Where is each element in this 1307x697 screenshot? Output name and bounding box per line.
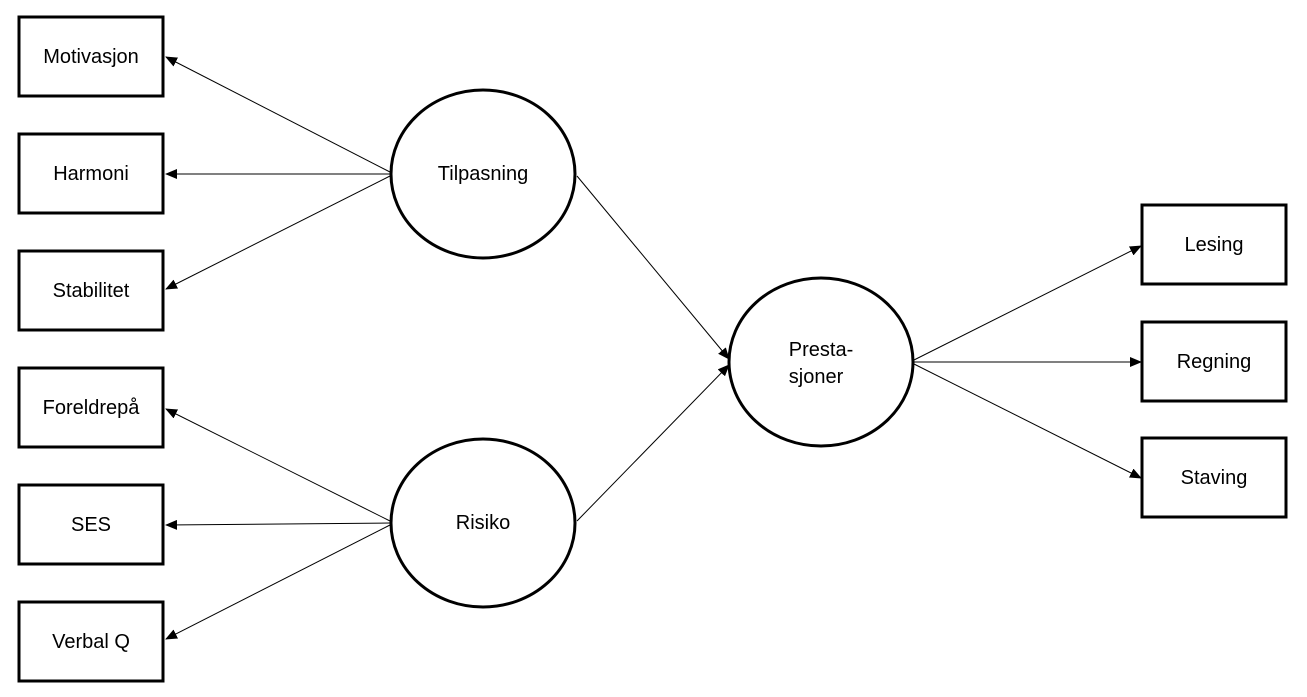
latent-label-prestasjoner-line2: sjoner <box>789 366 844 388</box>
edge-risiko-foreldrepa <box>165 408 391 522</box>
indicator-lesing: Lesing <box>1140 203 1288 286</box>
edges-prestasjoner <box>913 245 1142 479</box>
indicator-label-ses: SES <box>71 514 111 536</box>
indicator-stabilitet: Stabilitet <box>17 249 165 332</box>
indicator-label-motivasjon: Motivasjon <box>43 46 139 68</box>
indicator-label-stabilitet: Stabilitet <box>53 280 130 302</box>
latent-label-risiko: Risiko <box>456 512 510 534</box>
indicator-ses: SES <box>17 483 165 566</box>
indicator-staving: Staving <box>1140 436 1288 519</box>
indicator-label-harmoni: Harmoni <box>53 163 129 185</box>
indicator-regning: Regning <box>1140 320 1288 403</box>
edges-risiko <box>165 408 391 640</box>
indicator-label-lesing: Lesing <box>1185 234 1244 256</box>
indicator-label-verbal-q: Verbal Q <box>52 631 130 653</box>
indicator-motivasjon: Motivasjon <box>17 15 165 98</box>
edge-risiko-ses <box>165 519 391 530</box>
edge-tilpasning-motivasjon <box>165 56 391 173</box>
latent-label-prestasjoner-line1: Presta- <box>789 339 853 361</box>
edge-prestasjoner-lesing <box>913 245 1142 361</box>
indicator-harmoni: Harmoni <box>17 132 165 215</box>
indicator-label-staving: Staving <box>1181 467 1248 489</box>
indicator-verbal-q: Verbal Q <box>17 600 165 683</box>
indicator-foreldrepa: Foreldrepå <box>17 366 165 449</box>
indicator-label-regning: Regning <box>1177 351 1252 373</box>
edge-risiko-prestasjoner <box>576 364 730 522</box>
edge-tilpasning-prestasjoner <box>576 175 730 360</box>
edges-tilpasning <box>165 56 391 290</box>
edge-prestasjoner-staving <box>913 363 1142 479</box>
latent-label-tilpasning: Tilpasning <box>438 163 528 185</box>
indicator-label-foreldrepa: Foreldrepå <box>43 397 141 419</box>
edges-to-prestasjoner <box>576 175 730 522</box>
latent-prestasjoner: Presta- sjoner <box>727 276 915 448</box>
edge-tilpasning-stabilitet <box>165 175 391 290</box>
latent-risiko: Risiko <box>389 437 577 609</box>
latent-tilpasning: Tilpasning <box>389 88 577 260</box>
edge-risiko-verbal-q <box>165 524 391 640</box>
